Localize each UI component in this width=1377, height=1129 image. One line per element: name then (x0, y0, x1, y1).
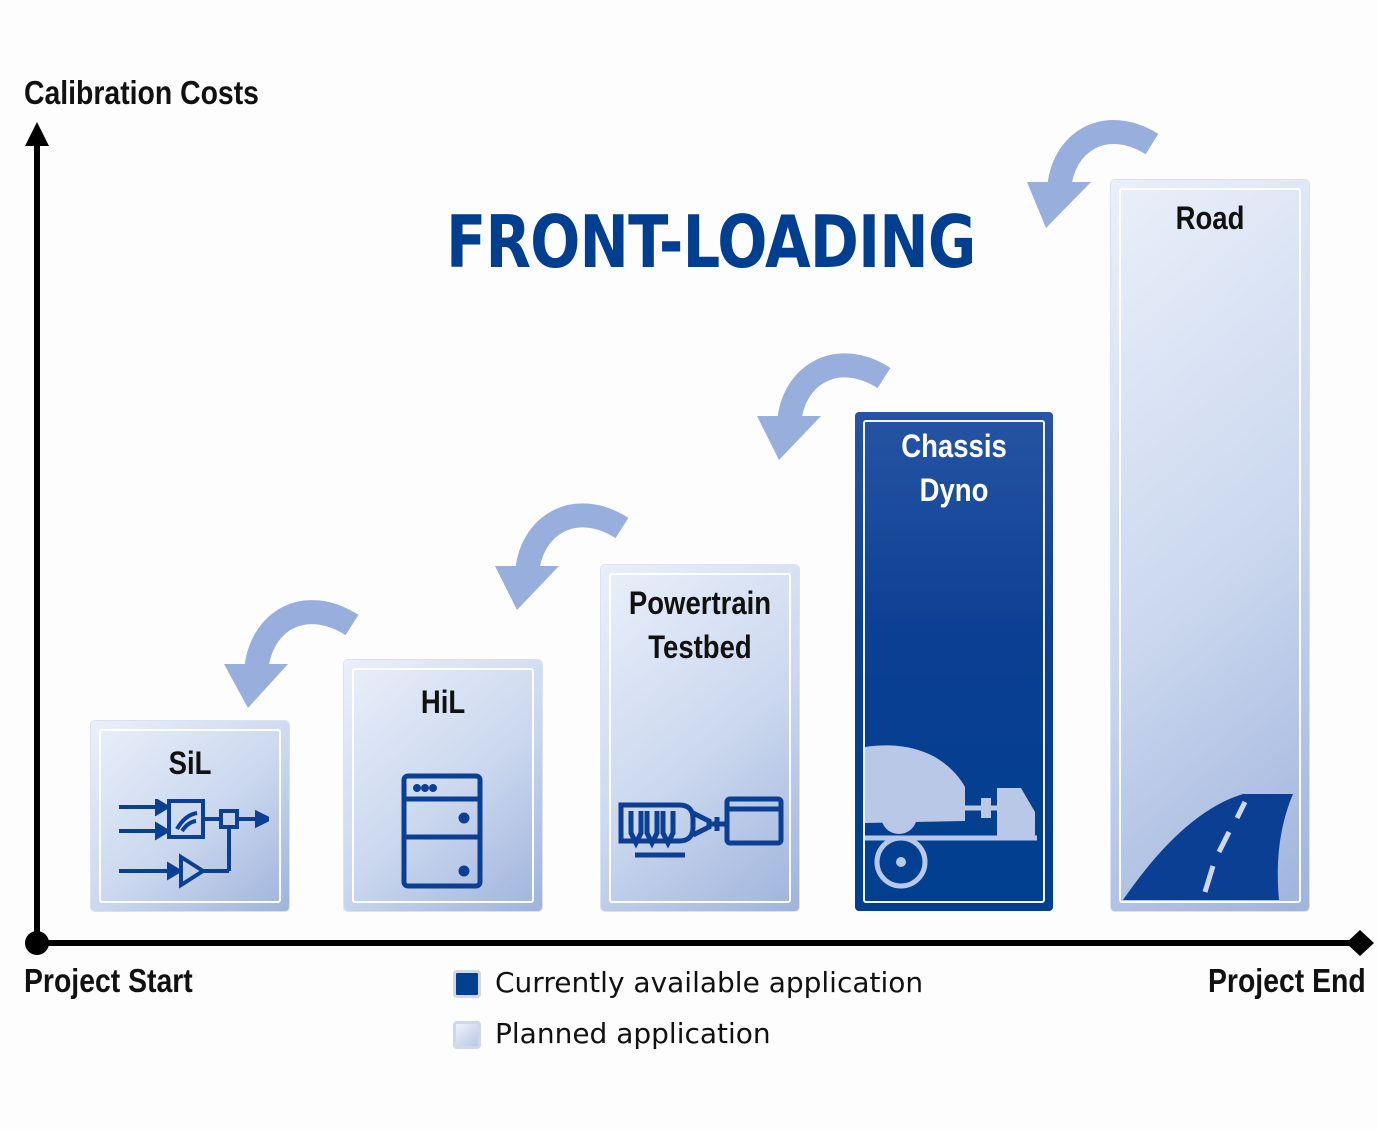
chassis-dyno-car-icon (865, 745, 1037, 889)
curved-arrow-icon (777, 353, 891, 426)
signal-block-diagram-icon (119, 799, 269, 889)
stage-label-line: Dyno (919, 472, 989, 508)
bar-inner-border (863, 420, 1045, 903)
stage-label: Chassis Dyno (855, 424, 1053, 512)
x-axis-end-label: Project End (1208, 962, 1366, 999)
stage-label-line: Road (1175, 200, 1245, 236)
curved-arrow-head-icon (495, 566, 559, 610)
stage-chassis: Chassis Dyno (855, 412, 1053, 911)
stage-label-line: SiL (168, 745, 212, 781)
stage-label: Powertrain Testbed (601, 581, 799, 669)
curved-arrow-icon (1047, 120, 1159, 192)
curved-arrow-icon (515, 503, 629, 576)
curved-arrow-head-icon (757, 416, 821, 460)
stage-label-line: Powertrain (628, 585, 772, 621)
stage-road: Road (1111, 180, 1309, 911)
stage-label-line: HiL (420, 684, 466, 720)
planned-swatch-icon (453, 1021, 481, 1049)
stage-label-line: Chassis (901, 428, 1007, 464)
curved-arrow-head-icon (224, 664, 288, 708)
x-axis-start-dot (25, 931, 49, 955)
available-swatch-icon (453, 970, 481, 998)
bar-inner-border (609, 573, 791, 903)
road-icon (1123, 794, 1293, 900)
stage-hil: HiL (344, 660, 542, 911)
stage-label-line: Testbed (648, 629, 752, 665)
stage-label: HiL (344, 680, 542, 724)
y-axis-label: Calibration Costs (24, 74, 259, 111)
bar-inner-border (99, 729, 281, 903)
engine-testbed-icon (618, 796, 784, 858)
x-axis-start-label: Project Start (24, 962, 193, 999)
x-axis-end-diamond (1346, 930, 1374, 956)
front-loading-arrows (244, 120, 1159, 674)
stage-label: Road (1111, 196, 1309, 240)
stage-label: SiL (91, 741, 289, 785)
bar-inner-border (352, 668, 534, 903)
legend-label: Currently available application (495, 966, 924, 999)
stage-sil: SiL (91, 721, 289, 911)
page-title: Front-loading (446, 200, 976, 284)
curved-arrow-icon (244, 600, 359, 674)
legend-label: Planned application (495, 1017, 771, 1050)
server-rack-icon (401, 773, 483, 889)
y-axis-arrowhead (25, 122, 49, 146)
curved-arrow-head-icon (1027, 182, 1091, 228)
bar-inner-border (1119, 188, 1301, 903)
stage-powertrain: Powertrain Testbed (601, 565, 799, 911)
